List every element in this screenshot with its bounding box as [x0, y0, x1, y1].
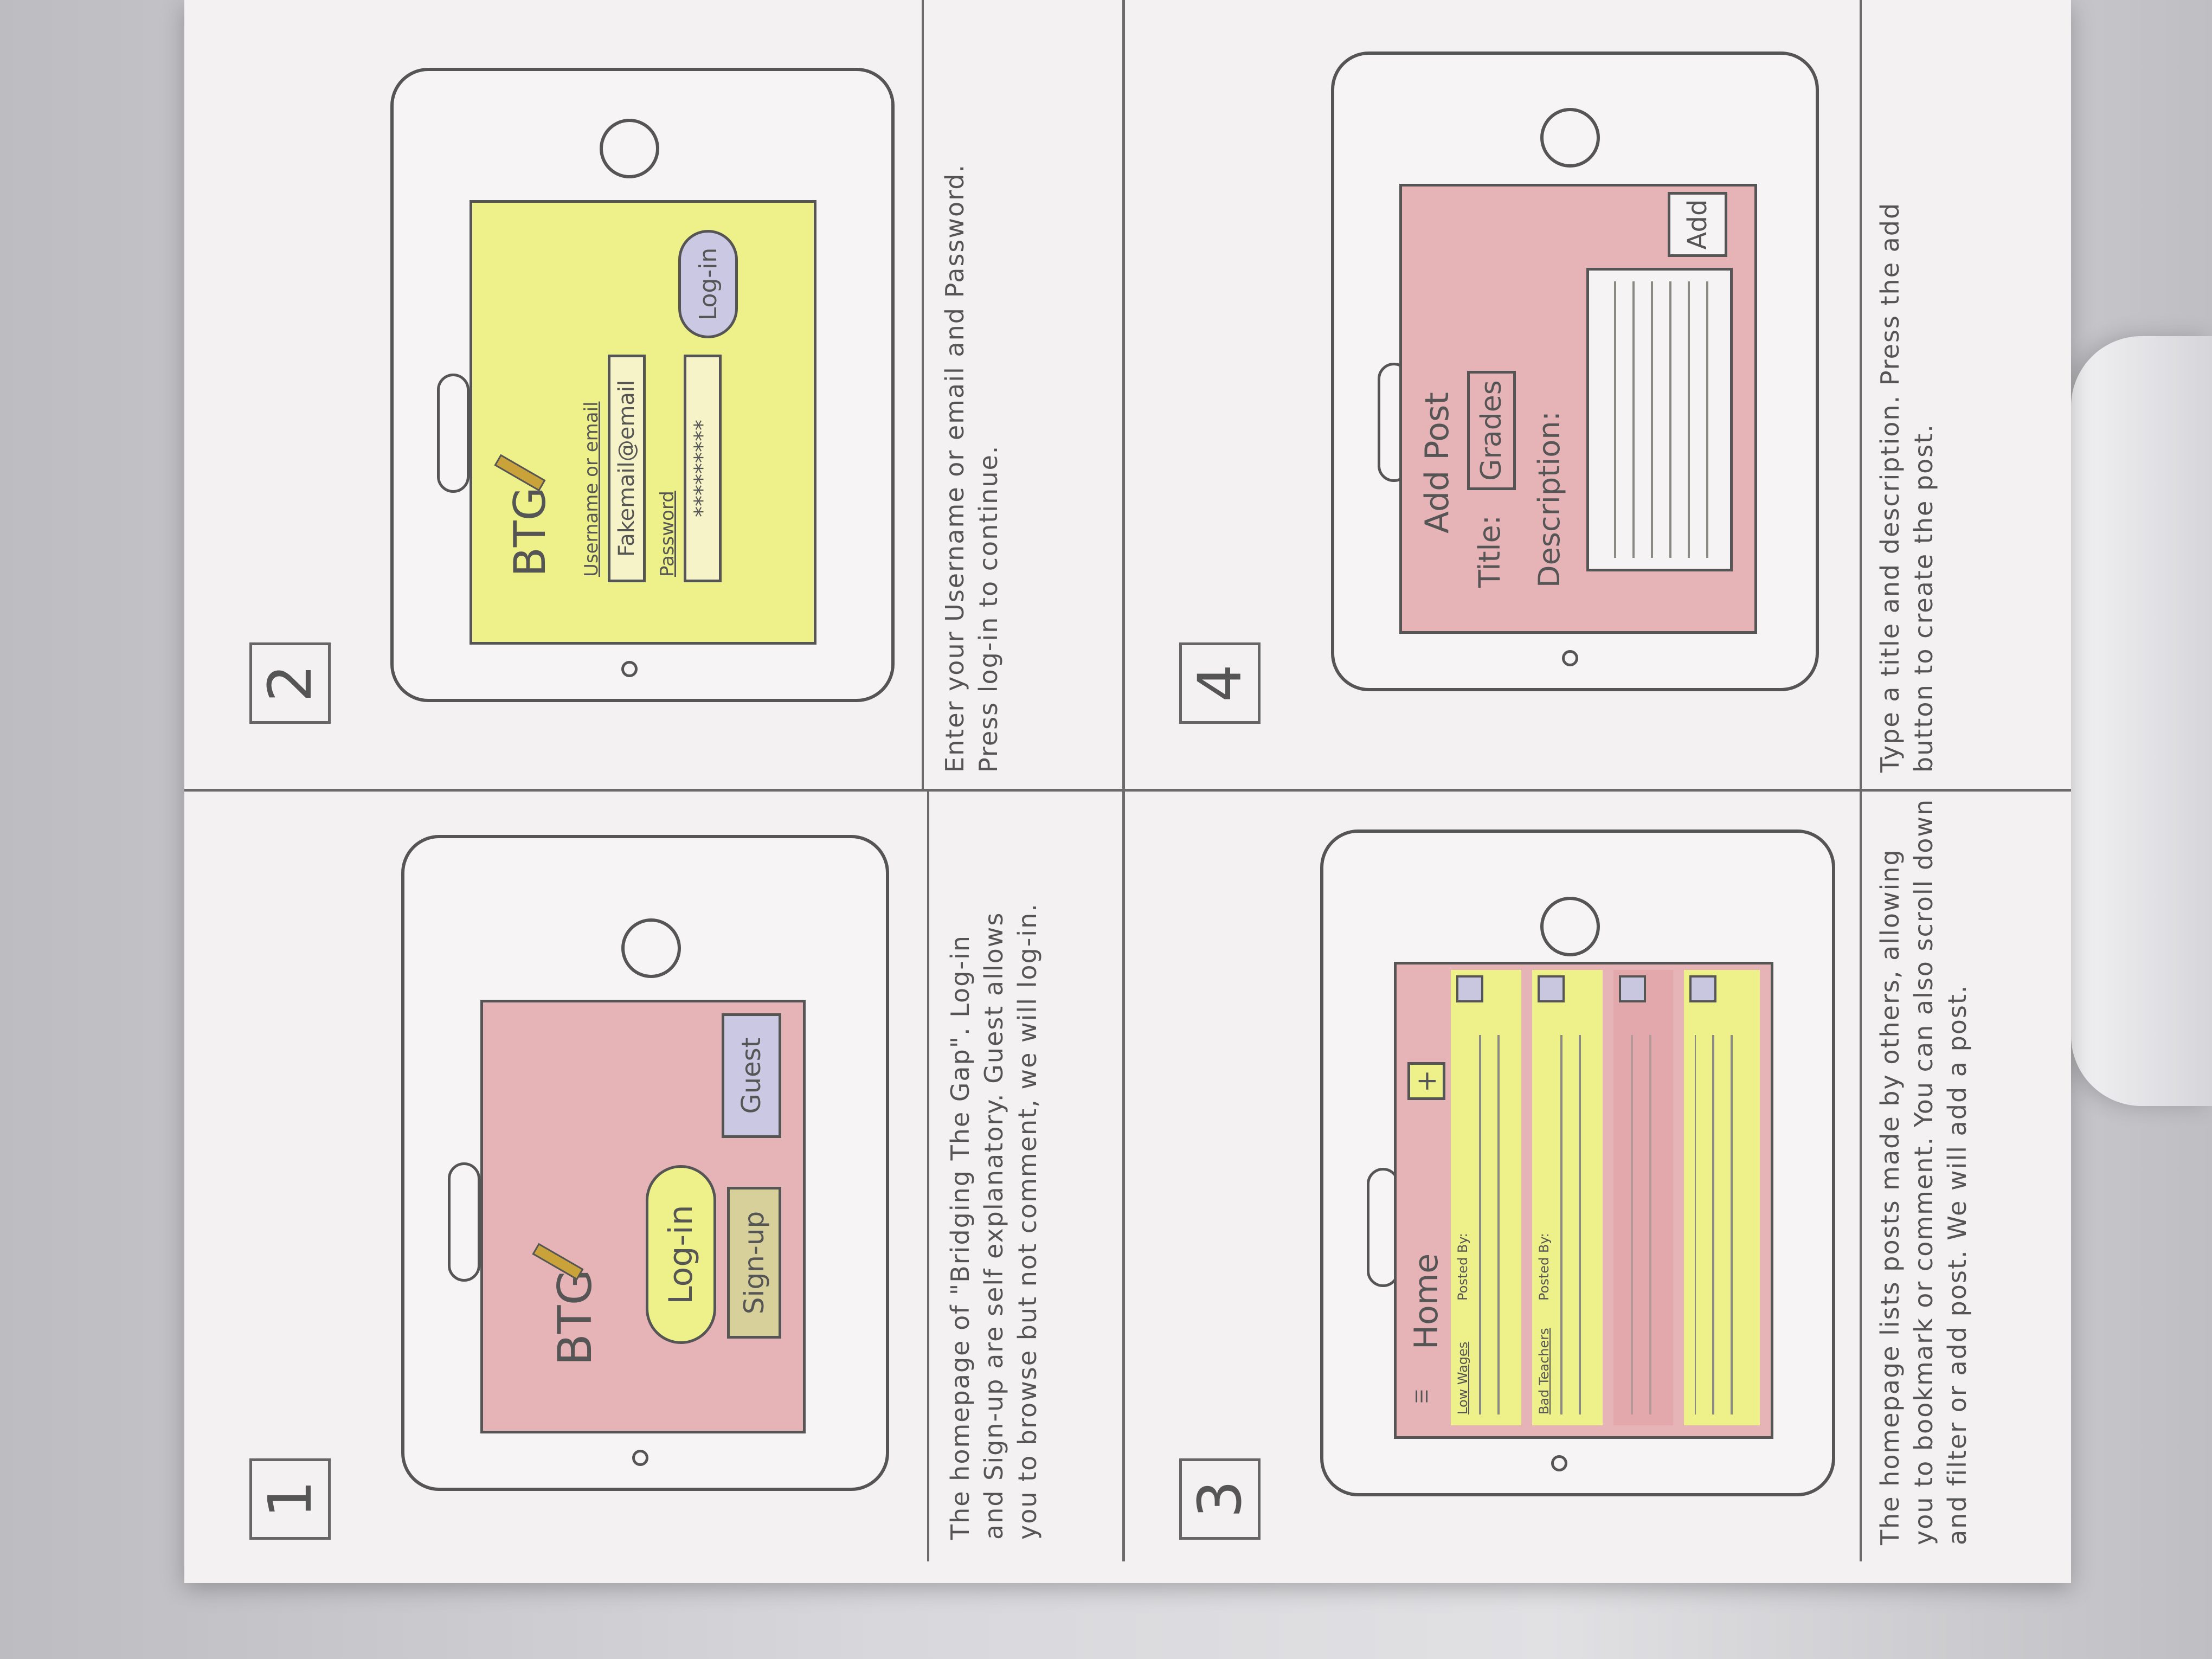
post-title: Bad Teachers: [1536, 1328, 1552, 1414]
post-meta: Posted By:: [1536, 1233, 1552, 1301]
storyboard-paper: 1 BTG Log-in Sign-up Guest The homepage …: [184, 0, 2071, 1583]
caption-line: you to browse but not comment, we will l…: [1013, 903, 1042, 1540]
panel-4-caption: Type a title and description. Press the …: [1873, 202, 1940, 773]
home-button-icon[interactable]: [621, 918, 681, 978]
app-logo: BTG: [548, 1269, 602, 1366]
caption-line: you to bookmark or comment. You can also…: [1909, 798, 1938, 1545]
panel-number: 1: [249, 1458, 331, 1540]
caption-line: button to create the post.: [1909, 423, 1938, 773]
camera-icon: [632, 1450, 648, 1466]
add-post-button[interactable]: +: [1407, 1062, 1445, 1100]
username-input[interactable]: Fakemail@email: [608, 355, 646, 582]
username-label: Username or email: [581, 401, 602, 577]
panel-number: 3: [1179, 1458, 1261, 1540]
post-card[interactable]: [1613, 970, 1673, 1425]
speaker-icon: [437, 374, 470, 493]
camera-icon: [1562, 650, 1578, 666]
caption-line: and filter or add post. We will add a po…: [1943, 984, 1972, 1545]
post-body-scribble: [1472, 1035, 1516, 1414]
panel-2-caption: Enter your Username or email and Passwor…: [938, 164, 1005, 773]
storyboard-content: 1 BTG Log-in Sign-up Guest The homepage …: [184, 0, 2071, 1561]
phone-screen: ☰ Home + Low Wages Posted By: Bad Teache…: [1394, 962, 1773, 1439]
post-body-scribble: [1554, 1035, 1597, 1414]
login-button[interactable]: Log-in: [646, 1165, 716, 1344]
bookmark-icon[interactable]: [1689, 975, 1716, 1002]
speaker-icon: [448, 1162, 480, 1282]
title-label: Title:: [1472, 515, 1507, 588]
post-card[interactable]: [1684, 970, 1760, 1425]
bookmark-icon[interactable]: [1538, 975, 1565, 1002]
panel-3: 3 ☰ Home + Low Wages Posted By:: [1125, 792, 2071, 1561]
phone-frame: BTG Username or email Fakemail@email Pas…: [390, 68, 895, 702]
panel-number: 4: [1179, 642, 1261, 724]
panel-4: 4 Add Post Title: Grades Description: Ad…: [1125, 0, 2071, 789]
caption-line: The homepage of "Bridging The Gap". Log-…: [946, 935, 975, 1540]
password-label: Password: [657, 491, 678, 577]
caption-line: Enter your Username or email and Passwor…: [940, 163, 969, 773]
caption-line: Press log-in to continue.: [974, 445, 1003, 773]
description-label: Description:: [1532, 411, 1566, 588]
guest-button[interactable]: Guest: [722, 1013, 781, 1138]
panel-1: 1 BTG Log-in Sign-up Guest The homepage …: [184, 792, 1122, 1561]
app-logo: BTG: [505, 487, 555, 577]
bookmark-icon[interactable]: [1619, 975, 1646, 1002]
password-input[interactable]: *********: [684, 355, 722, 582]
home-button-icon[interactable]: [1540, 108, 1600, 168]
description-scribble: [1600, 281, 1725, 558]
home-button-icon[interactable]: [1540, 897, 1600, 956]
menu-icon[interactable]: ☰: [1413, 1389, 1432, 1404]
post-card[interactable]: Bad Teachers Posted By:: [1532, 970, 1603, 1425]
post-card[interactable]: Low Wages Posted By:: [1451, 970, 1521, 1425]
post-title: Low Wages: [1455, 1341, 1470, 1414]
home-button-icon[interactable]: [600, 119, 659, 178]
title-input[interactable]: Grades: [1467, 371, 1516, 490]
camera-icon: [1551, 1455, 1567, 1471]
phone-frame: Add Post Title: Grades Description: Add: [1331, 52, 1819, 691]
signup-button[interactable]: Sign-up: [727, 1187, 781, 1339]
tray-handle: [2071, 336, 2212, 1106]
panel-3-caption: The homepage lists posts made by others,…: [1873, 799, 1974, 1545]
header-title: Home: [1407, 1253, 1445, 1349]
phone-screen: BTG Username or email Fakemail@email Pas…: [470, 200, 816, 645]
phone-screen: BTG Log-in Sign-up Guest: [480, 1000, 806, 1433]
panel-1-caption: The homepage of "Bridging The Gap". Log-…: [943, 903, 1044, 1540]
login-button[interactable]: Log-in: [678, 230, 738, 338]
caption-line: The homepage lists posts made by others,…: [1875, 848, 1905, 1545]
header-title: Add Post: [1418, 392, 1456, 533]
post-body-scribble: [1695, 1035, 1749, 1414]
add-button[interactable]: Add: [1668, 192, 1727, 257]
caption-line: and Sign-up are self explanatory. Guest …: [979, 911, 1008, 1540]
bookmark-icon[interactable]: [1456, 975, 1483, 1002]
phone-frame: ☰ Home + Low Wages Posted By: Bad Teache…: [1320, 829, 1835, 1496]
pencil-icon: [494, 454, 546, 492]
panel-2: 2 BTG Username or email Fakemail@email P…: [184, 0, 1122, 789]
caption-line: Type a title and description. Press the …: [1875, 202, 1905, 773]
description-input[interactable]: [1586, 268, 1733, 571]
phone-screen: Add Post Title: Grades Description: Add: [1399, 184, 1757, 634]
phone-frame: BTG Log-in Sign-up Guest: [401, 835, 889, 1491]
camera-icon: [621, 661, 638, 677]
post-body-scribble: [1624, 1035, 1668, 1414]
panel-number: 2: [249, 642, 331, 724]
post-meta: Posted By:: [1455, 1233, 1470, 1301]
